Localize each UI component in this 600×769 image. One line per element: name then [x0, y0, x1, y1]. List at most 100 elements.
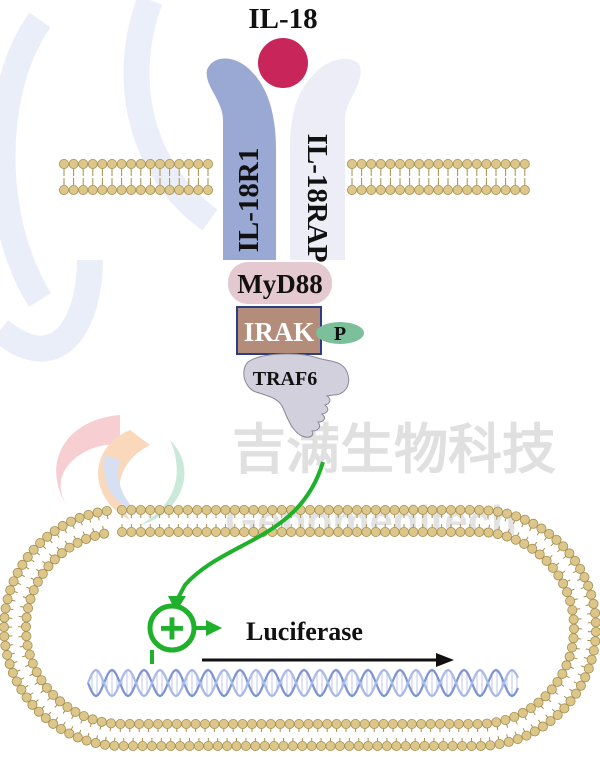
- nuclear-lipid-head: [512, 734, 523, 745]
- lipid-head: [414, 184, 425, 195]
- nuclear-lipid-head: [564, 548, 575, 559]
- nuclear-lipid-head: [146, 741, 157, 752]
- nuclear-lipid-head: [533, 697, 544, 708]
- nuclear-lipid-head: [351, 504, 362, 515]
- nuclear-lipid-head: [212, 741, 223, 752]
- nuclear-lipid-head: [509, 711, 520, 722]
- lipid-head: [462, 158, 473, 169]
- dna-helix: [86, 668, 519, 698]
- nuclear-lipid-head: [519, 514, 530, 525]
- nuclear-lipid-head: [0, 612, 10, 623]
- lipid-head: [78, 158, 89, 169]
- il18r1-label: IL-18R1: [233, 148, 265, 253]
- nuclear-lipid-head: [154, 504, 165, 515]
- nuclear-lipid-head: [314, 504, 325, 515]
- watermark-latin: Genomeditech: [225, 497, 517, 544]
- lipid-head: [346, 158, 357, 169]
- nuclear-lipid-head: [534, 549, 545, 560]
- nuclear-lipid-head: [455, 504, 466, 515]
- lipid-head: [481, 184, 492, 195]
- lipid-head: [346, 184, 357, 195]
- nuclear-lipid-head: [293, 719, 304, 730]
- nuclear-lipid-head: [128, 741, 139, 752]
- signal-arrow: [176, 461, 325, 599]
- nuclear-lipid-head: [0, 631, 10, 642]
- nuclear-lipid-head: [117, 527, 128, 538]
- nuclear-lipid-head: [83, 509, 94, 520]
- nuclear-lipid-head: [265, 719, 276, 730]
- nuclear-lipid-head: [220, 527, 231, 538]
- nuclear-lipid-head: [557, 668, 568, 679]
- nuclear-lipid-head: [565, 696, 576, 707]
- nuclear-lipid-head: [70, 706, 81, 717]
- nuclear-lipid-head: [397, 719, 408, 730]
- nuclear-lipid-head: [568, 633, 579, 644]
- nuclear-lipid-head: [417, 504, 428, 515]
- nuclear-lipid-head: [434, 719, 445, 730]
- nuclear-lipid-head: [109, 740, 120, 751]
- nuclear-lipid-head: [400, 741, 411, 752]
- nuclear-lipid-head: [521, 730, 532, 741]
- nuclear-lipid-head: [134, 719, 145, 730]
- nuclear-lipid-head: [331, 719, 342, 730]
- nuclear-lipid-head: [438, 741, 449, 752]
- nuclear-lipid-head: [173, 527, 184, 538]
- nuclear-lipid-head: [475, 740, 486, 751]
- nuclear-lipid-head: [344, 741, 355, 752]
- nuclear-lipid-head: [501, 531, 512, 542]
- nuclear-lipid-head: [145, 504, 156, 515]
- nuclear-lipid-head: [192, 504, 203, 515]
- nuclear-lipid-head: [135, 504, 146, 515]
- nuclear-lipid-head: [474, 505, 485, 516]
- watermark-logo: [56, 415, 185, 525]
- nuclear-lipid-head: [306, 741, 317, 752]
- nuclear-lipid-head: [565, 595, 576, 606]
- nuclear-lipid-head: [381, 741, 392, 752]
- nuclear-lipid-head: [163, 527, 174, 538]
- nuclear-lipid-head: [295, 527, 306, 538]
- nuclear-lipid-head: [222, 741, 233, 752]
- lipid-head: [126, 184, 137, 195]
- nuclear-lipid-head: [203, 741, 214, 752]
- nuclear-lipid-head: [21, 631, 32, 642]
- nuclear-lipid-head: [7, 667, 18, 678]
- nuclear-lipid-head: [350, 719, 361, 730]
- nuclear-lipid-head: [485, 740, 496, 751]
- lipid-head: [87, 184, 98, 195]
- nuclear-lipid-head: [590, 617, 600, 628]
- nuclear-lipid-head: [389, 504, 400, 515]
- nuclear-lipid-head: [453, 719, 464, 730]
- transcription-arrowhead: [436, 653, 454, 667]
- nuclear-lipid-head: [48, 689, 59, 700]
- nuclear-lipid-head: [527, 543, 538, 554]
- nuclear-lipid-head: [316, 741, 327, 752]
- nuclear-lipid-head: [586, 589, 597, 600]
- nuclear-lipid-head: [590, 626, 600, 637]
- lipid-head: [404, 184, 415, 195]
- lipid-head: [385, 158, 396, 169]
- nuclear-lipid-head: [561, 660, 572, 671]
- lipid-head: [174, 184, 185, 195]
- nuclear-lipid-head: [240, 741, 251, 752]
- nuclear-lipid-head: [323, 527, 334, 538]
- nuclear-lipid-head: [17, 559, 28, 570]
- signal-arrowhead: [168, 596, 186, 612]
- nuclear-lipid-head: [278, 741, 289, 752]
- nuclear-lipid-head: [21, 612, 32, 623]
- lipid-head: [519, 184, 530, 195]
- lipid-head: [202, 158, 213, 169]
- nuclear-lipid-head: [398, 527, 409, 538]
- nuclear-lipid-head: [21, 621, 32, 632]
- il18rap-receptor: [290, 58, 361, 260]
- nuclear-lipid-head: [173, 504, 184, 515]
- nuclear-lipid-head: [267, 504, 278, 515]
- lipid-head: [452, 158, 463, 169]
- nuclear-lipid-head: [99, 528, 110, 539]
- nuclear-lipid-head: [436, 527, 447, 538]
- nuclear-lipid-head: [72, 732, 83, 743]
- nuclear-lipid-head: [276, 504, 287, 515]
- lipid-head: [500, 184, 511, 195]
- watermark-chinese: 吉满生物科技: [232, 420, 556, 480]
- lipid-head: [193, 184, 204, 195]
- nuclear-lipid-head: [81, 533, 92, 544]
